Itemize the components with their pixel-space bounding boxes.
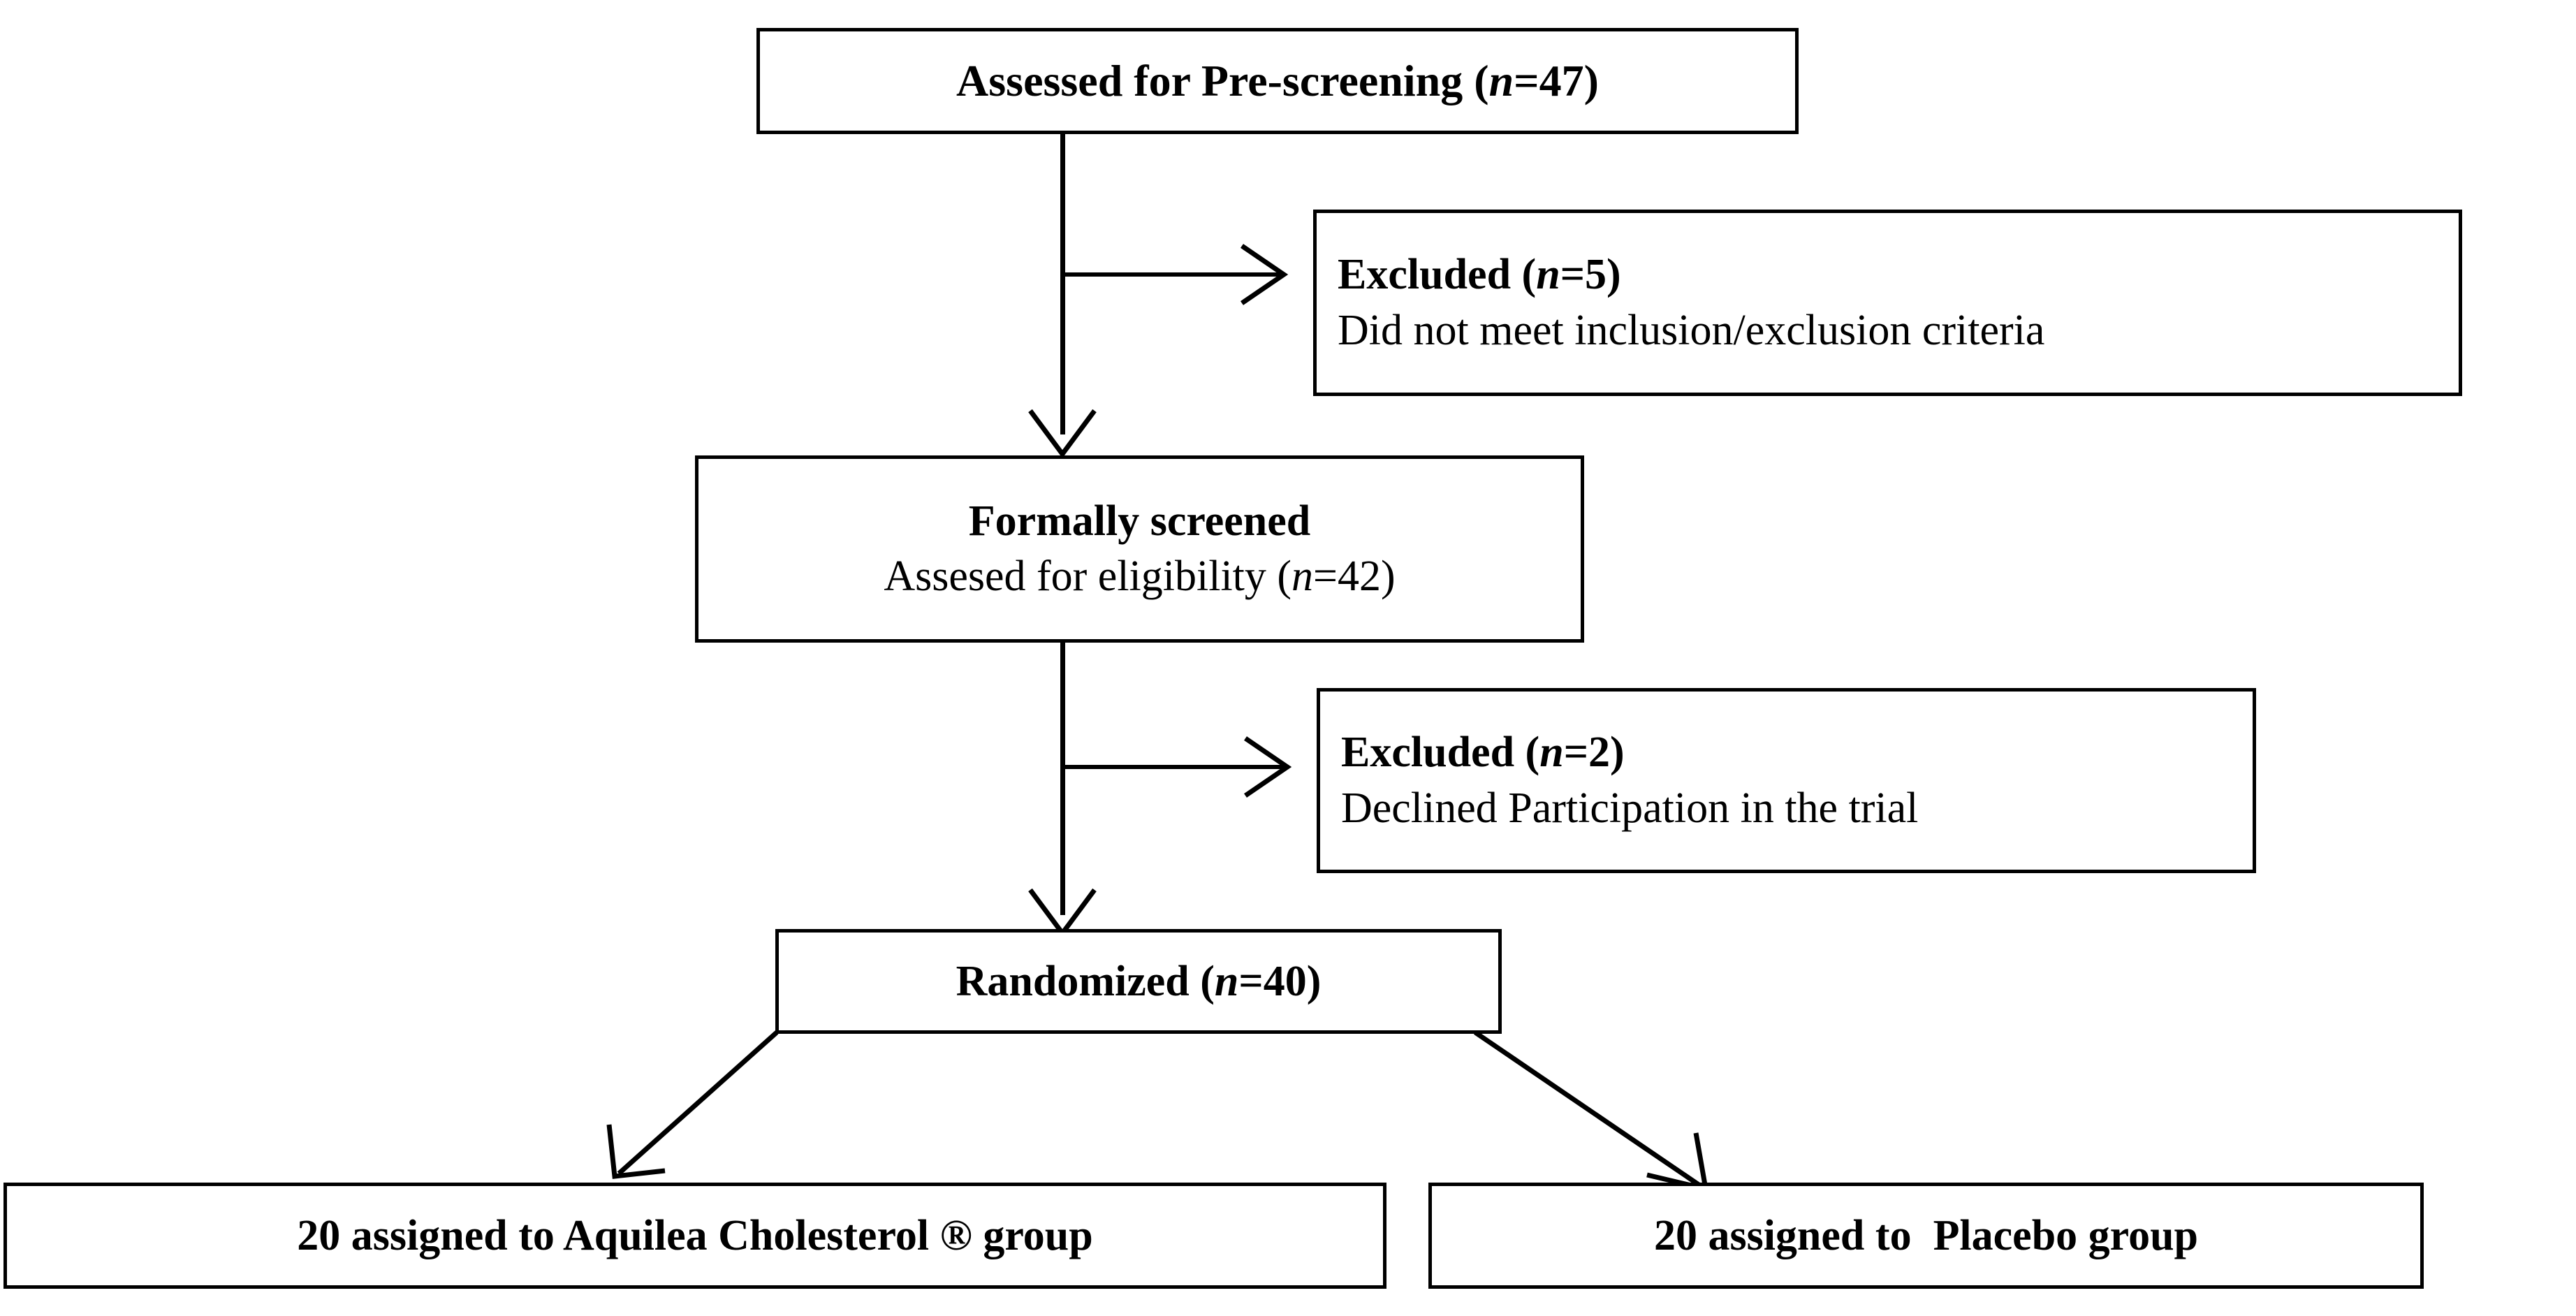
arrowhead-right-to-excluded-1 xyxy=(1241,244,1289,305)
randomized-label-head: Randomized ( xyxy=(956,957,1215,1005)
placebo-group-label: 20 assigned to Placebo group xyxy=(1653,1211,2199,1259)
prescreening-label: Assessed for Pre-screening (n=47) xyxy=(956,55,1599,107)
node-treatment-group: 20 assigned to Aquilea Cholesterol ® gro… xyxy=(3,1183,1386,1289)
n-symbol: n xyxy=(1214,957,1239,1005)
node-excluded-declined: Excluded (n=2) Declined Participation in… xyxy=(1317,688,2256,873)
node-assessed-for-prescreening: Assessed for Pre-screening (n=47) xyxy=(756,28,1799,134)
n-symbol: n xyxy=(1291,553,1314,600)
randomized-label-tail: =40) xyxy=(1238,957,1322,1005)
excluded-2-heading-tail: =2) xyxy=(1563,729,1625,777)
node-excluded-prescreening: Excluded (n=5) Did not meet inclusion/ex… xyxy=(1313,210,2462,396)
treatment-group-label: 20 assigned to Aquilea Cholesterol ® gro… xyxy=(297,1211,1093,1259)
formally-screened-detail: Assesed for eligibility (n=42) xyxy=(884,549,1395,604)
prescreening-label-head: Assessed for Pre-screening ( xyxy=(956,56,1489,105)
formally-screened-heading: Formally screened xyxy=(968,497,1311,545)
n-symbol: n xyxy=(1536,251,1560,299)
connector-to-excluded-1 xyxy=(1060,272,1284,277)
arrowhead-down-to-screened xyxy=(1028,409,1097,458)
n-symbol: n xyxy=(1488,56,1514,105)
arrowhead-right-to-excluded-2 xyxy=(1244,736,1292,798)
node-randomized: Randomized (n=40) xyxy=(775,929,1502,1034)
excluded-2-detail: Declined Participation in the trial xyxy=(1341,784,1919,832)
prescreening-label-tail: =47) xyxy=(1514,56,1599,105)
node-formally-screened: Formally screened Assesed for eligibilit… xyxy=(695,455,1584,643)
excluded-1-heading-tail: =5) xyxy=(1560,251,1621,299)
connector-prescreening-to-screened xyxy=(1060,134,1065,434)
connector-randomized-to-treatment xyxy=(606,1030,779,1179)
node-placebo-group: 20 assigned to Placebo group xyxy=(1428,1183,2424,1289)
randomized-label: Randomized (n=40) xyxy=(956,957,1322,1007)
connector-screened-to-randomized xyxy=(1060,643,1065,915)
excluded-2-heading-head: Excluded ( xyxy=(1341,729,1540,777)
n-symbol: n xyxy=(1539,729,1564,777)
excluded-1-detail: Did not meet inclusion/exclusion criteri… xyxy=(1338,306,2045,354)
formally-screened-detail-tail: =42) xyxy=(1313,553,1396,600)
excluded-1-heading: Excluded (n=5) xyxy=(1338,247,2459,302)
connector-randomized-to-placebo xyxy=(1474,1030,1709,1192)
excluded-2-heading: Excluded (n=2) xyxy=(1341,725,2253,780)
excluded-1-heading-head: Excluded ( xyxy=(1338,251,1537,299)
formally-screened-detail-head: Assesed for eligibility ( xyxy=(884,553,1292,600)
connector-to-excluded-2 xyxy=(1060,765,1287,769)
